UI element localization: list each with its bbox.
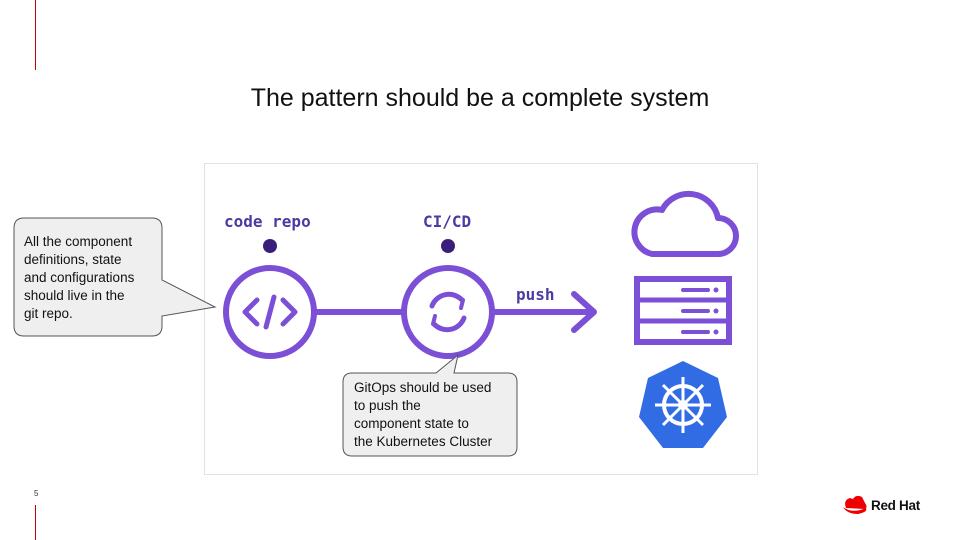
cloud-icon	[631, 190, 739, 257]
push-label: push	[516, 285, 555, 304]
code-repo-label: code repo	[224, 212, 311, 231]
cicd-dot	[441, 239, 455, 253]
top-accent-line	[35, 0, 36, 70]
redhat-logo-icon	[843, 495, 867, 514]
page-number: 5	[34, 489, 39, 498]
brand-name: Red Hat	[871, 498, 920, 513]
code-repo-dot	[263, 239, 277, 253]
left-callout-text: All the component definitions, state and…	[24, 234, 135, 321]
push-arrow-head	[571, 291, 597, 333]
left-callout-bubble	[13, 217, 217, 337]
server-icon	[634, 276, 732, 345]
bottom-callout-text: GitOps should be used to push the compon…	[354, 380, 493, 449]
sync-icon	[401, 265, 495, 359]
bottom-callout-bubble	[342, 353, 518, 457]
bottom-accent-line	[35, 505, 36, 540]
cicd-label: CI/CD	[423, 212, 472, 231]
kubernetes-icon	[639, 361, 727, 448]
code-icon	[223, 265, 317, 359]
slide-title: The pattern should be a complete system	[250, 84, 710, 112]
